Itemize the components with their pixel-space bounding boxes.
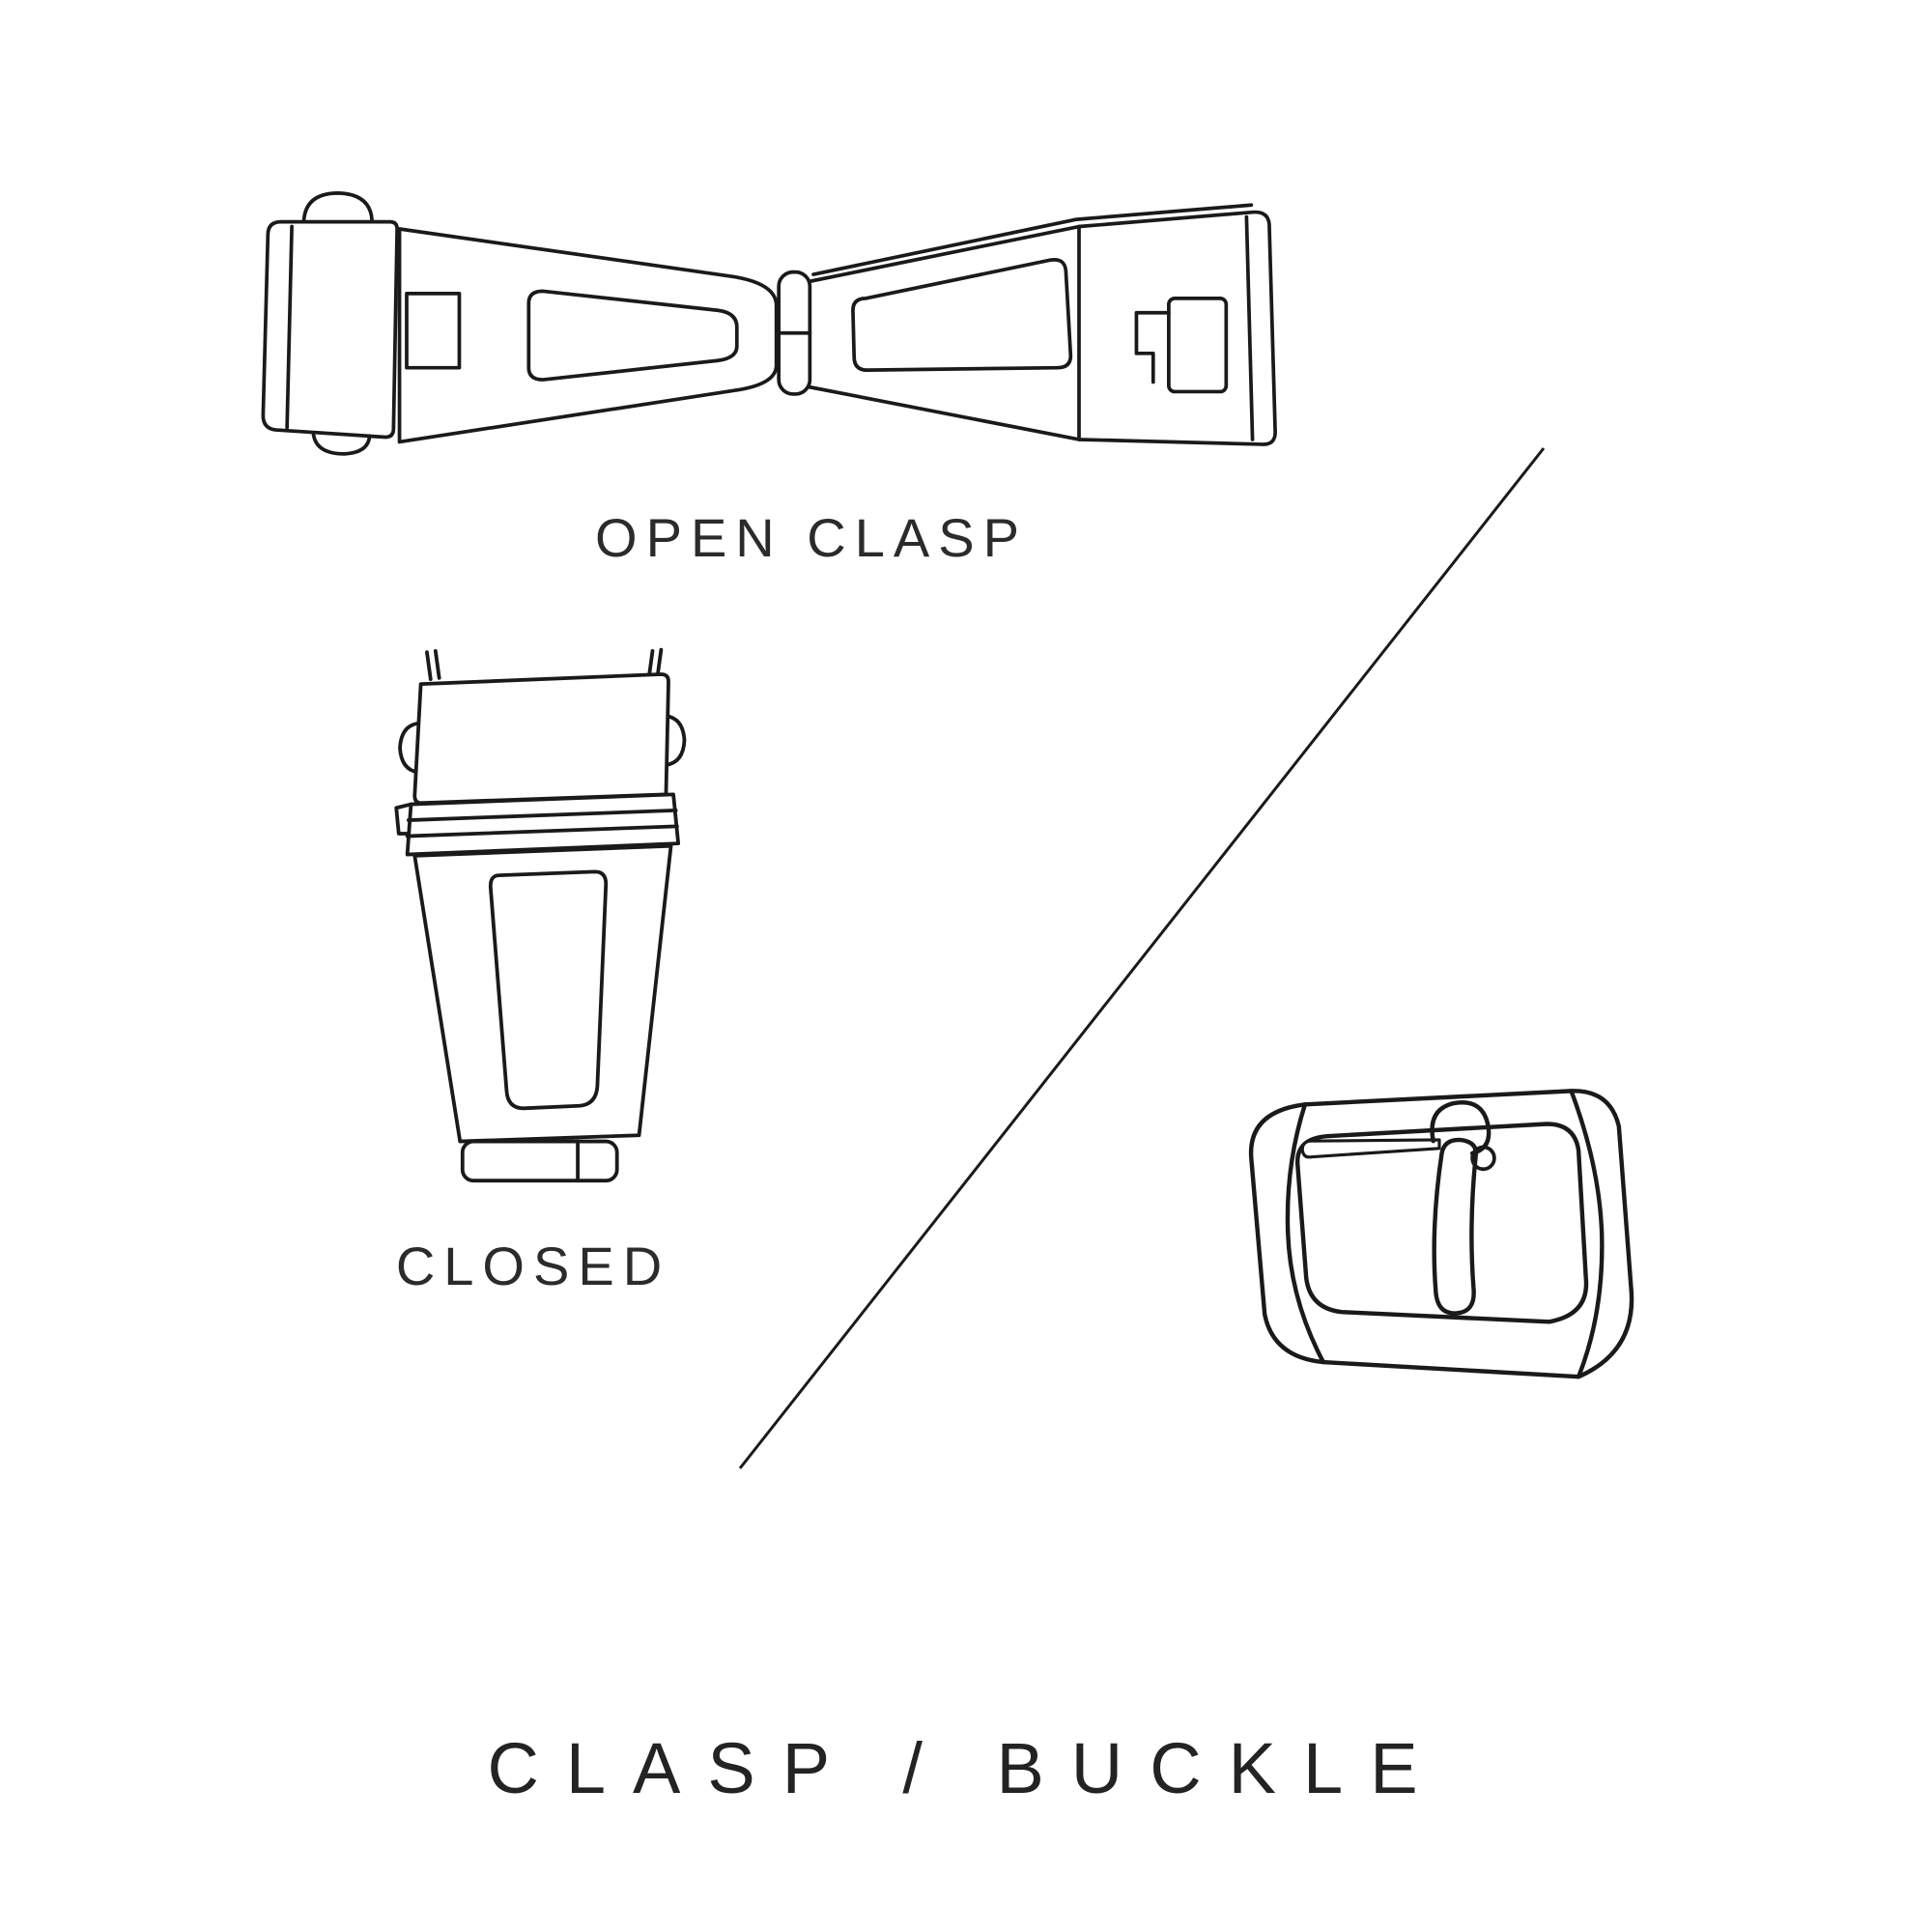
tang-buckle-illustration: [1232, 1080, 1647, 1422]
open-clasp-icon: [261, 191, 1277, 456]
page-title: CLASP / BUCKLE: [487, 1728, 1445, 1808]
tang-buckle-icon: [1248, 1089, 1634, 1379]
closed-clasp-icon: [394, 647, 687, 1183]
closed-clasp-caption: CLOSED: [395, 1236, 671, 1296]
closed-clasp-illustration: [382, 647, 700, 1211]
open-clasp-illustration: [242, 179, 1294, 490]
open-clasp-caption: OPEN CLASP: [595, 507, 1028, 568]
